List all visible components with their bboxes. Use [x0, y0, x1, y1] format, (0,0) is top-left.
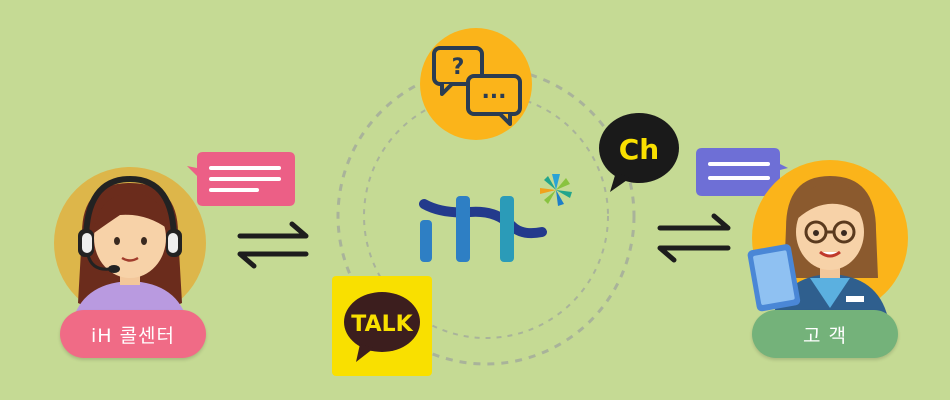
- ih-logo-icon: iH: [419, 174, 572, 267]
- customer-label: 고 객: [752, 310, 898, 358]
- outer-orbit: [336, 66, 636, 366]
- faq-chat-icon: ? ...: [420, 28, 532, 140]
- agent-headset-icon: [54, 167, 206, 323]
- customer-tablet-icon: [747, 160, 908, 318]
- exchange-arrows-icon: [657, 213, 731, 263]
- chat-bubble-icon: [696, 148, 788, 196]
- faq-ellipsis: ...: [481, 79, 506, 104]
- call-center-text: iH 콜센터: [90, 324, 176, 347]
- kakao-channel-icon: Ch: [599, 113, 679, 192]
- call-center-label: iH 콜센터: [60, 310, 206, 358]
- talk-text: TALK: [351, 312, 413, 337]
- customer-text: 고 객: [803, 324, 847, 347]
- exchange-arrows-icon: [237, 221, 309, 269]
- chat-bubble-icon: [187, 152, 295, 206]
- ih-logo-text: iH: [472, 265, 473, 267]
- ch-text: Ch: [619, 133, 659, 166]
- kakaotalk-icon: TALK: [332, 276, 432, 376]
- faq-question-mark: ?: [452, 55, 465, 80]
